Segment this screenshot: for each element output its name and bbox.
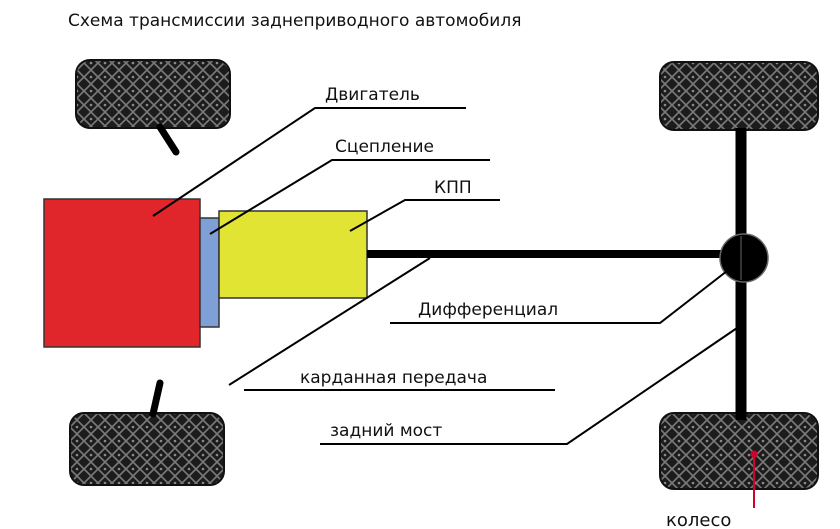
- rear-right-wheel: [659, 412, 819, 490]
- gearbox-leader: [349, 199, 500, 232]
- gearbox-label: КПП: [434, 178, 472, 198]
- rear-left-wheel: [659, 61, 819, 131]
- wheel-marker: [750, 450, 758, 458]
- front-right-wheel: [69, 412, 225, 486]
- diagram-title: Схема трансмиссии заднеприводного автомо…: [68, 11, 521, 31]
- clutch-block: [199, 217, 220, 328]
- engine-label: Двигатель: [325, 85, 420, 105]
- differential-leader: [390, 270, 728, 324]
- differential: [719, 233, 769, 283]
- clutch-leader: [209, 159, 490, 235]
- differential-label: Дифференциал: [418, 300, 558, 320]
- engine-block: [43, 198, 201, 348]
- rear-axle-leader: [320, 327, 738, 445]
- leader-lines: [152, 107, 738, 445]
- driveshaft-leader: [228, 257, 431, 386]
- front-right-steering-arm: [149, 379, 164, 418]
- engine-leader: [152, 107, 466, 217]
- front-left-wheel: [75, 59, 231, 129]
- front-left-steering-arm: [156, 123, 180, 156]
- gearbox-block: [218, 210, 368, 299]
- clutch-label: Сцепление: [335, 137, 434, 157]
- driveshaft-label: карданная передача: [300, 368, 487, 388]
- rear-axle-label: задний мост: [330, 421, 442, 441]
- wheel-label: колесо: [666, 510, 731, 529]
